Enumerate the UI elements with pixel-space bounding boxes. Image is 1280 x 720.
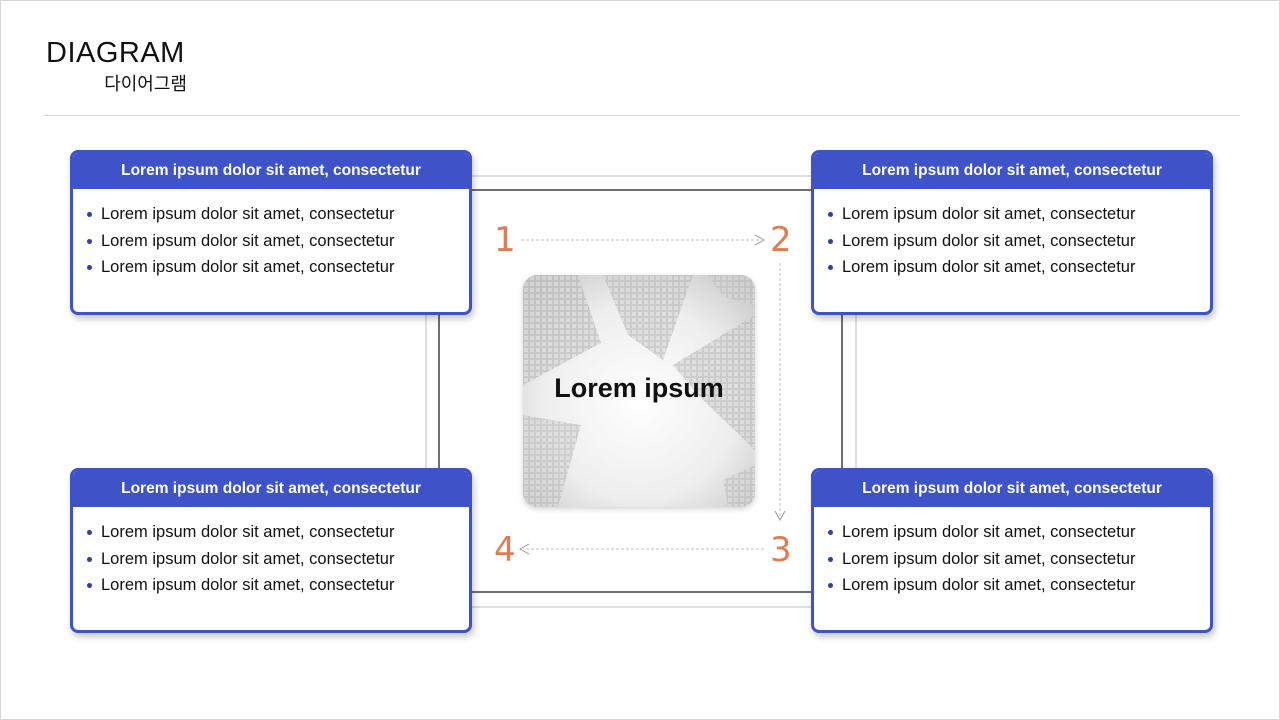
list-item: Lorem ipsum dolor sit amet, consectetur bbox=[826, 201, 1210, 228]
step-number-4: 4 bbox=[494, 530, 516, 570]
card-title: Lorem ipsum dolor sit amet, consectetur bbox=[73, 153, 469, 189]
list-item: Lorem ipsum dolor sit amet, consectetur bbox=[85, 572, 469, 599]
list-item: Lorem ipsum dolor sit amet, consectetur bbox=[826, 546, 1210, 573]
center-label: Lorem ipsum bbox=[554, 373, 724, 403]
card-title: Lorem ipsum dolor sit amet, consectetur bbox=[814, 153, 1210, 189]
card-title: Lorem ipsum dolor sit amet, consectetur bbox=[73, 471, 469, 507]
list-item: Lorem ipsum dolor sit amet, consectetur bbox=[85, 228, 469, 255]
arrow-1-to-2-head bbox=[754, 234, 766, 246]
card-bullet-list: Lorem ipsum dolor sit amet, consectetur … bbox=[814, 507, 1210, 599]
outer-frame-line bbox=[425, 175, 857, 608]
list-item: Lorem ipsum dolor sit amet, consectetur bbox=[826, 519, 1210, 546]
step-number-1: 1 bbox=[494, 220, 516, 260]
page-subtitle: 다이어그램 bbox=[104, 74, 187, 94]
skyscraper-photo bbox=[523, 275, 755, 507]
inner-frame-line bbox=[438, 189, 843, 593]
arrow-2-to-3-head bbox=[774, 510, 786, 522]
list-item: Lorem ipsum dolor sit amet, consectetur bbox=[85, 201, 469, 228]
list-item: Lorem ipsum dolor sit amet, consectetur bbox=[826, 572, 1210, 599]
card-bottom-left: Lorem ipsum dolor sit amet, consectetur … bbox=[70, 468, 472, 633]
card-bullet-list: Lorem ipsum dolor sit amet, consectetur … bbox=[73, 507, 469, 599]
list-item: Lorem ipsum dolor sit amet, consectetur bbox=[826, 254, 1210, 281]
list-item: Lorem ipsum dolor sit amet, consectetur bbox=[85, 546, 469, 573]
card-title: Lorem ipsum dolor sit amet, consectetur bbox=[814, 471, 1210, 507]
card-bottom-right: Lorem ipsum dolor sit amet, consectetur … bbox=[811, 468, 1213, 633]
card-top-right: Lorem ipsum dolor sit amet, consectetur … bbox=[811, 150, 1213, 315]
step-number-3: 3 bbox=[770, 530, 792, 570]
list-item: Lorem ipsum dolor sit amet, consectetur bbox=[826, 228, 1210, 255]
arrow-3-to-4-head bbox=[518, 543, 530, 555]
card-top-left: Lorem ipsum dolor sit amet, consectetur … bbox=[70, 150, 472, 315]
card-bullet-list: Lorem ipsum dolor sit amet, consectetur … bbox=[814, 189, 1210, 281]
page-title: DIAGRAM bbox=[46, 37, 185, 69]
step-number-2: 2 bbox=[770, 220, 792, 260]
list-item: Lorem ipsum dolor sit amet, consectetur bbox=[85, 519, 469, 546]
card-bullet-list: Lorem ipsum dolor sit amet, consectetur … bbox=[73, 189, 469, 281]
header-divider bbox=[43, 115, 1240, 116]
list-item: Lorem ipsum dolor sit amet, consectetur bbox=[85, 254, 469, 281]
center-image: Lorem ipsum bbox=[523, 275, 755, 507]
